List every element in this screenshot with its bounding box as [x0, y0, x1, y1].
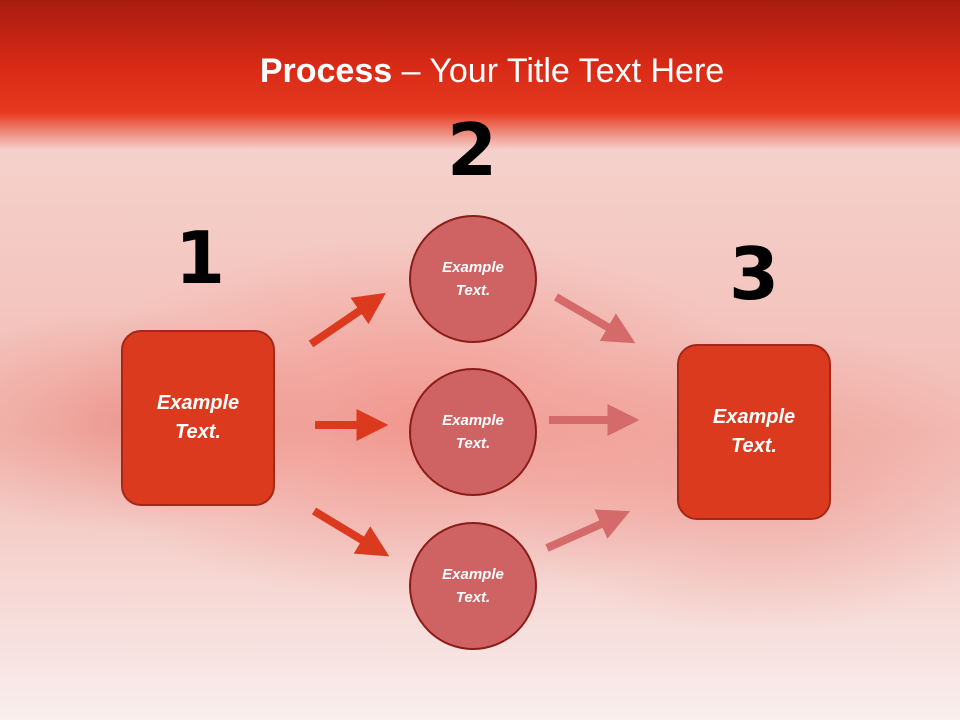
step-box-3-line2: Text. — [731, 435, 777, 457]
circle-middle: Example Text. — [409, 368, 537, 496]
step-box-1-line2: Text. — [175, 421, 221, 443]
step-number-2: 2 — [446, 108, 498, 192]
arrow-box1-to-bottom — [311, 507, 390, 557]
title-rest: – Your Title Text Here — [392, 52, 725, 90]
circle-top: Example Text. — [409, 215, 537, 343]
step-box-3: Example Text. — [677, 344, 831, 520]
title-bold: Process — [259, 52, 393, 90]
circle-middle-line1: Example — [442, 412, 504, 429]
step-number-3: 3 — [728, 232, 780, 316]
title-banner — [0, 0, 960, 150]
circle-bottom: Example Text. — [409, 522, 537, 650]
circle-top-line2: Text. — [455, 282, 491, 299]
arrow-bottom-to-box3 — [545, 509, 631, 552]
circle-bottom-line2: Text. — [455, 589, 491, 606]
step-box-1: Example Text. — [121, 330, 275, 506]
step-box-1-line1: Example — [156, 392, 240, 414]
arrow-top-to-box3 — [553, 293, 636, 344]
step-box-3-line1: Example — [712, 406, 796, 428]
step-number-1: 1 — [174, 216, 226, 300]
circle-middle-line2: Text. — [455, 435, 491, 452]
arrow-box1-to-top — [308, 292, 386, 348]
circle-bottom-line1: Example — [442, 566, 504, 583]
circle-top-line1: Example — [442, 259, 504, 276]
slide-title: Process – Your Title Text Here — [0, 52, 960, 91]
